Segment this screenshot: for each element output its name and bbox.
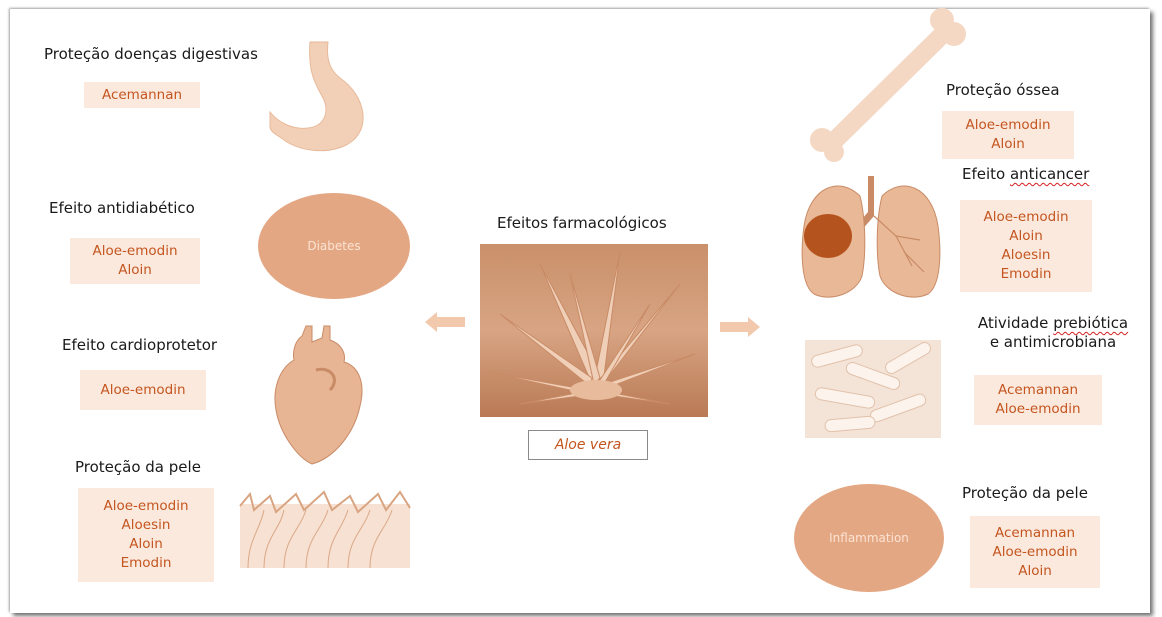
compound: Aloin	[78, 535, 214, 554]
compounds-cardioprotective: Aloe-emodin	[80, 370, 206, 410]
aloe-vera-caption: Aloe vera	[528, 430, 648, 460]
lungs-icon	[800, 176, 942, 302]
inflammation-ellipse: Inflammation	[794, 484, 944, 592]
bone-icon	[812, 12, 962, 157]
compound: Aloin	[960, 227, 1092, 246]
heading-bone: Proteção óssea	[946, 81, 1060, 100]
compound: Acemannan	[84, 86, 200, 105]
compound: Aloe-emodin	[78, 497, 214, 516]
compound: Aloin	[942, 135, 1074, 154]
skin-tissue-icon	[240, 490, 410, 568]
compound: Aloe-emodin	[70, 242, 200, 261]
compound: Aloesin	[960, 246, 1092, 265]
compounds-prebiotic: Acemannan Aloe-emodin	[974, 375, 1102, 425]
compound: Aloe-emodin	[960, 208, 1092, 227]
heading-anticancer: Efeito anticancer	[962, 165, 1089, 184]
aloe-vera-photo	[480, 244, 708, 417]
heading-antidiabetic: Efeito antidiabético	[49, 199, 195, 218]
bacteria-icon	[805, 340, 941, 438]
compound: Aloin	[70, 261, 200, 280]
compounds-skin-left: Aloe-emodin Aloesin Aloin Emodin	[78, 488, 214, 582]
heading-prebiotic-b: prebiótica	[1053, 314, 1128, 332]
compounds-skin-right: Acemannan Aloe-emodin Aloin	[970, 516, 1100, 588]
compounds-bone: Aloe-emodin Aloin	[942, 111, 1074, 159]
heading-prebiotic-line2: e antimicrobiana	[958, 333, 1148, 352]
compound: Acemannan	[970, 524, 1100, 543]
compound: Aloe-emodin	[80, 381, 206, 400]
heading-digestive: Proteção doenças digestivas	[44, 45, 258, 64]
compound: Aloe-emodin	[970, 543, 1100, 562]
arrow-left-icon	[425, 312, 465, 332]
heading-cardioprotective: Efeito cardioprotetor	[62, 336, 217, 355]
heading-prebiotic-a: Atividade	[978, 314, 1053, 332]
heading-prebiotic: Atividade prebiótica e antimicrobiana	[958, 314, 1148, 352]
stomach-icon	[268, 40, 378, 155]
compounds-anticancer: Aloe-emodin Aloin Aloesin Emodin	[960, 200, 1092, 292]
compounds-digestive: Acemannan	[84, 82, 200, 108]
diabetes-ellipse: Diabetes	[258, 193, 410, 299]
compound: Aloe-emodin	[942, 116, 1074, 135]
compound: Aloin	[970, 562, 1100, 581]
compound: Emodin	[960, 265, 1092, 284]
heading-anticancer-a: Efeito	[962, 165, 1010, 183]
compounds-antidiabetic: Aloe-emodin Aloin	[70, 238, 200, 284]
compound: Aloesin	[78, 516, 214, 535]
heading-skin-left: Proteção da pele	[75, 458, 201, 477]
heading-prebiotic-line1: Atividade prebiótica	[958, 314, 1148, 333]
compound: Acemannan	[974, 381, 1102, 400]
arrow-right-icon	[720, 317, 760, 337]
compound: Emodin	[78, 554, 214, 573]
compound: Aloe-emodin	[974, 400, 1102, 419]
center-title: Efeitos farmacológicos	[497, 214, 667, 233]
heart-icon	[272, 326, 372, 466]
heading-anticancer-b: anticancer	[1010, 165, 1089, 183]
heading-skin-right: Proteção da pele	[962, 484, 1088, 503]
